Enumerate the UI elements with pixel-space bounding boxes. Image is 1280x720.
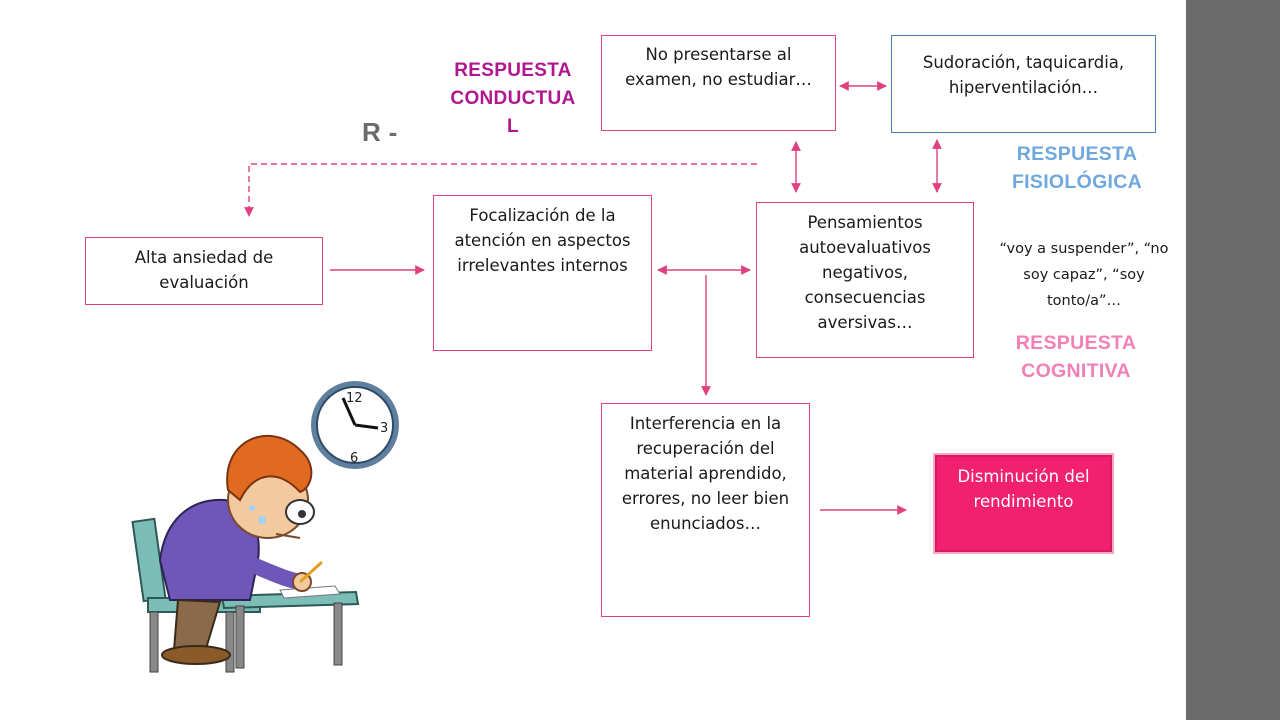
- label-cognitive-line1: RESPUESTA: [1015, 332, 1137, 354]
- quote-line1: “voy a suspender”, “no: [999, 241, 1169, 257]
- clock-number-3: 3: [380, 421, 388, 436]
- label-behavioral-line3: L: [507, 116, 519, 137]
- label-physiological-line2: FISIOLÓGICA: [1011, 171, 1143, 193]
- label-physiological-response: RESPUESTA FISIOLÓGICA: [982, 140, 1172, 196]
- quote-line3: tonto/a”…: [1046, 293, 1122, 309]
- box-avoidance: No presentarse al examen, no estudiar…: [601, 35, 836, 131]
- label-cognitive-line2: COGNITIVA: [1021, 360, 1131, 382]
- box-performance-decrease: Disminución del rendimiento: [935, 455, 1112, 552]
- right-sidebar-band: [1186, 0, 1280, 720]
- label-cognitive-response: RESPUESTA COGNITIVA: [990, 329, 1162, 385]
- label-physiological-line1: RESPUESTA: [1016, 143, 1138, 165]
- clock-number-6: 6: [350, 451, 358, 466]
- label-behavioral-line2: CONDUCTUA: [450, 88, 576, 109]
- box-negative-thoughts: Pensamientos autoevaluativos negativos, …: [756, 202, 974, 358]
- label-negative-reinforcement: R -: [362, 117, 398, 147]
- box-high-anxiety: Alta ansiedad de evaluación: [85, 237, 323, 305]
- label-behavioral-response: RESPUESTA CONDUCTUA L: [424, 57, 602, 141]
- quote-line2: soy capaz”, “soy: [1023, 267, 1145, 283]
- clock-number-12: 12: [346, 391, 363, 406]
- box-retrieval-interference: Interferencia en la recuperación del mat…: [601, 403, 810, 617]
- box-physiological-symptoms: Sudoración, taquicardia, hiperventilació…: [891, 35, 1156, 133]
- student-figure: [158, 434, 324, 665]
- cognitive-quote: “voy a suspender”, “no soy capaz”, “soy …: [972, 236, 1196, 314]
- label-behavioral-line1: RESPUESTA: [454, 60, 572, 81]
- clock-icon: 12 3 6: [311, 381, 399, 469]
